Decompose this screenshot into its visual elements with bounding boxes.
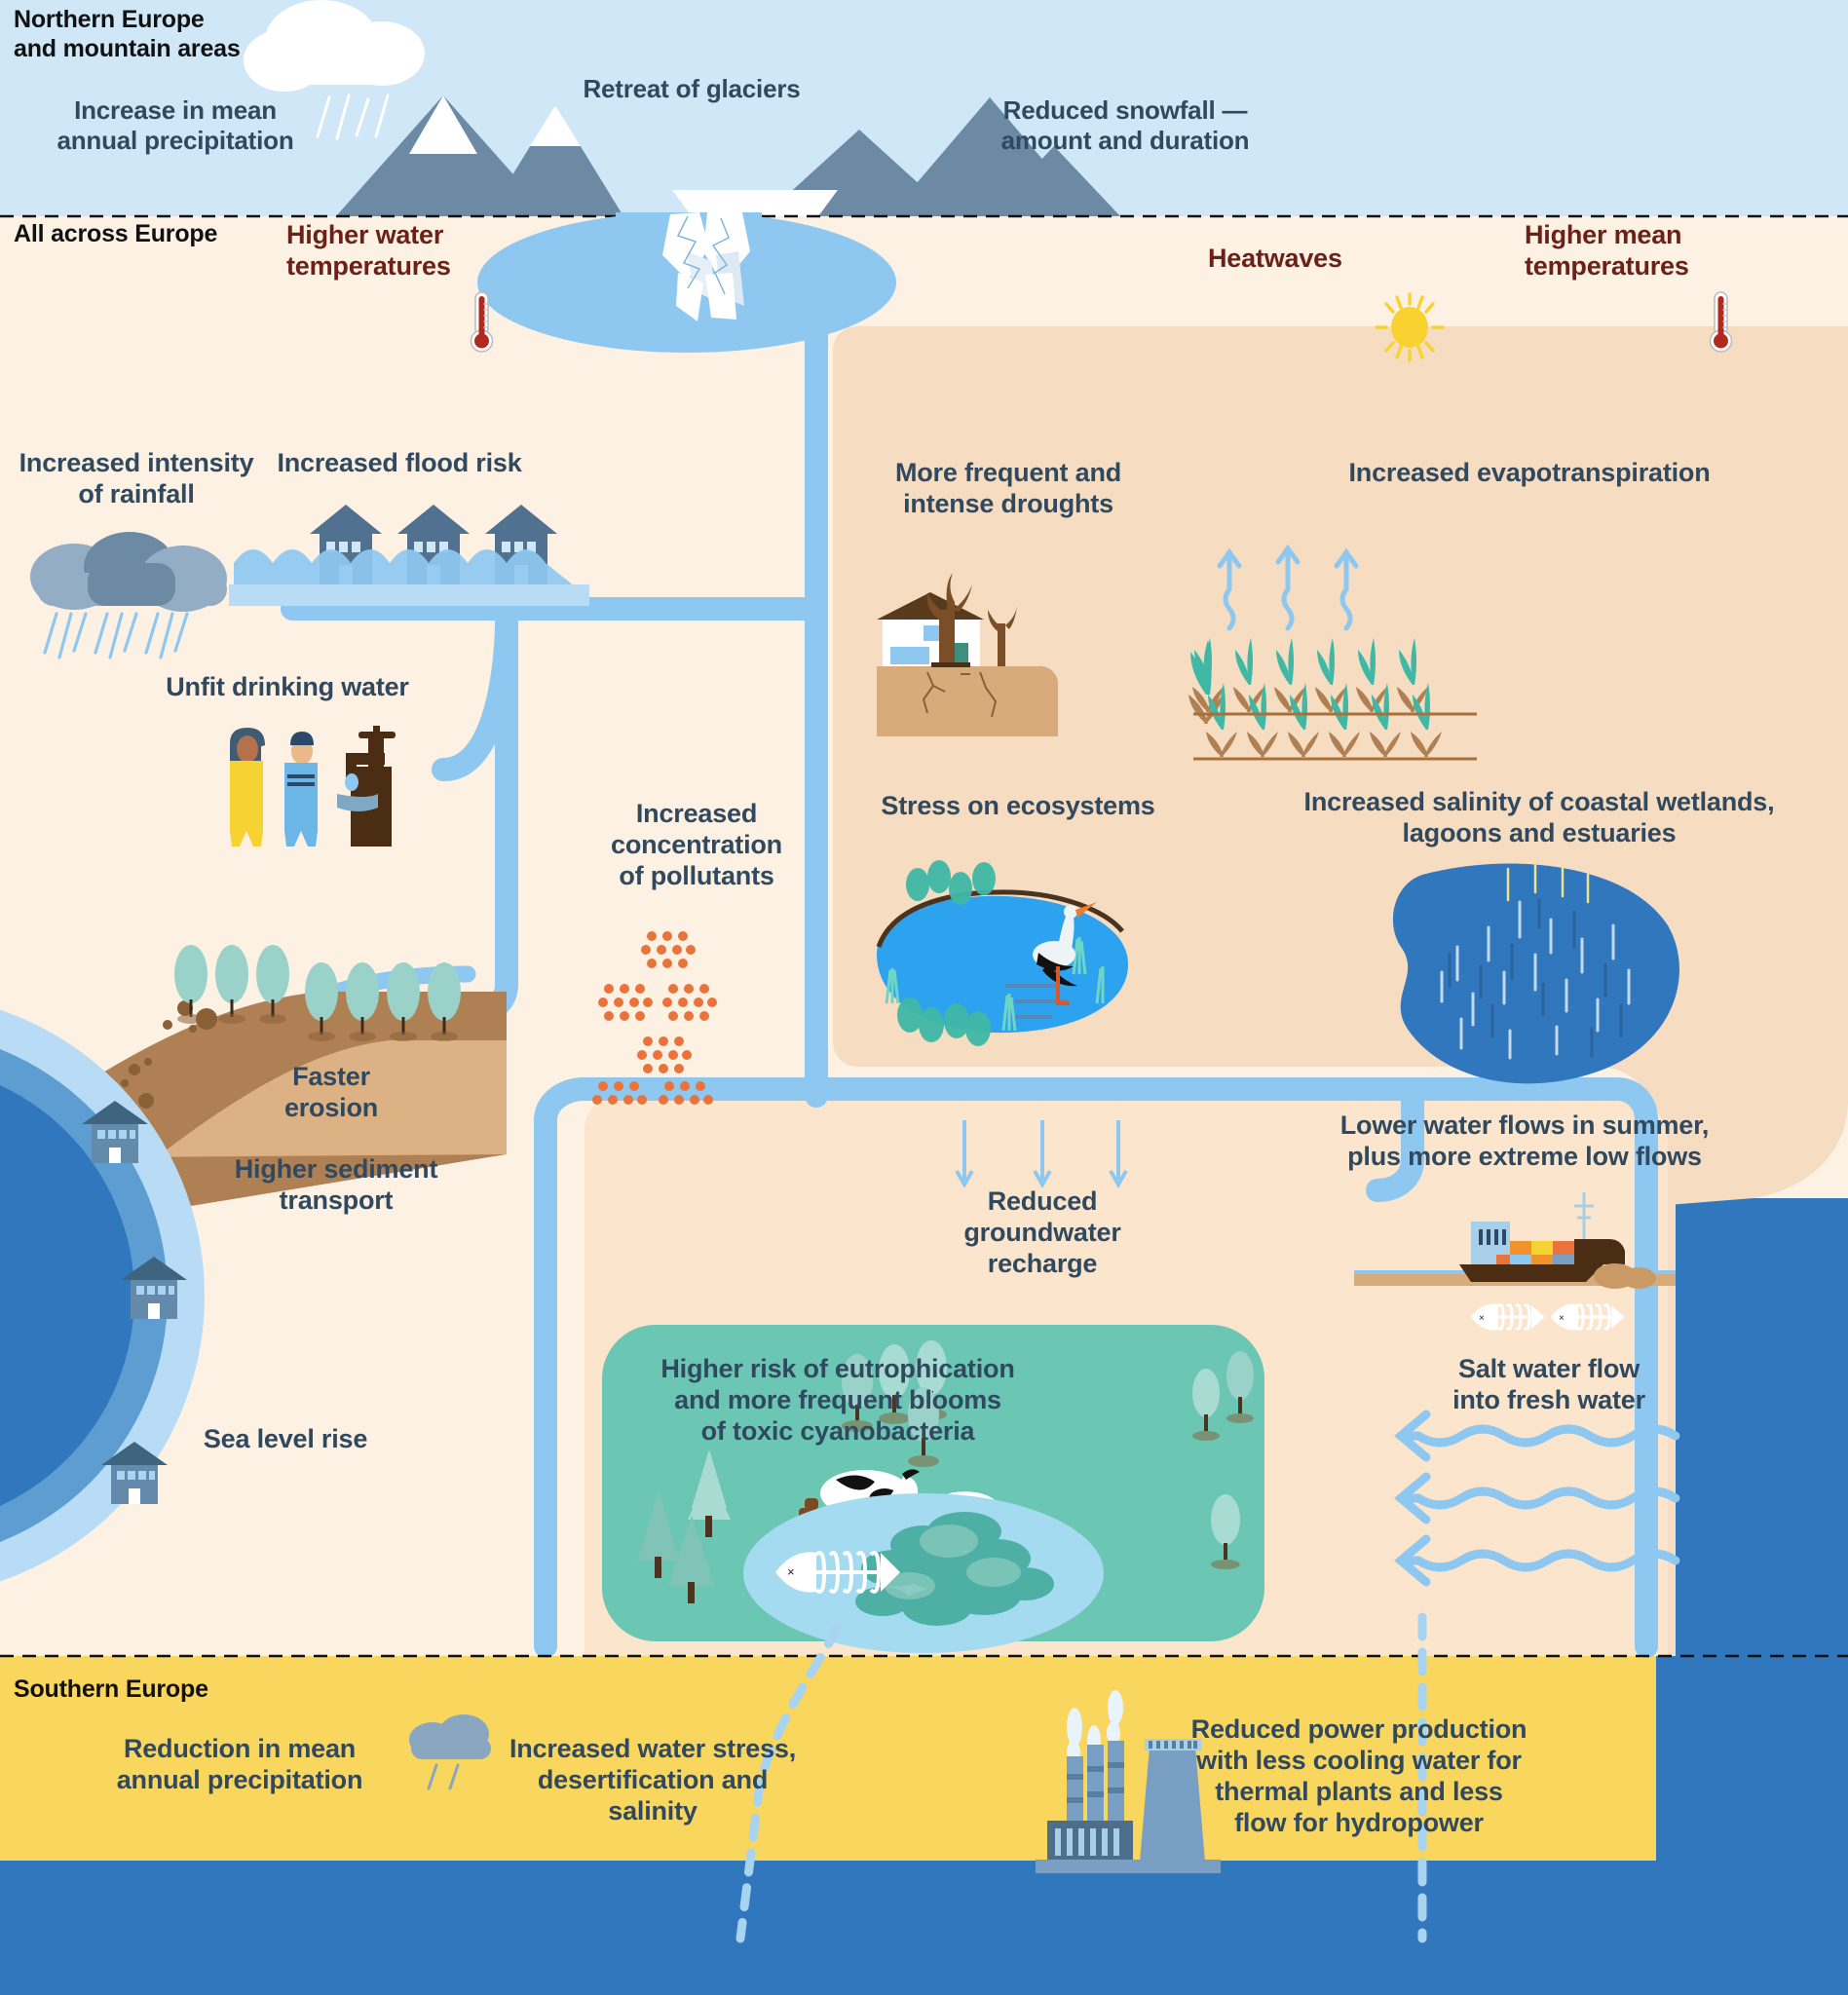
- divider-south: [0, 1654, 1848, 1658]
- cloud-icon: [244, 0, 425, 92]
- label-reduced-precip: Reduction in mean annual precipitation: [116, 1734, 363, 1794]
- vapour-arrows-icon: [1217, 544, 1359, 631]
- power-plant-icon: [1036, 1690, 1221, 1873]
- label-droughts: More frequent and intense droughts: [894, 458, 1122, 518]
- south-flow-dashes: [735, 1612, 1427, 1943]
- label-eutrophication: Higher risk of eutrophication and more f…: [660, 1354, 1015, 1446]
- south-rain-cloud-icon: [409, 1714, 491, 1790]
- ice-chunks: [662, 212, 750, 321]
- salt-water-arrows-icon: [1394, 1410, 1680, 1587]
- label-glaciers: Retreat of glaciers: [583, 74, 801, 103]
- rain-cloud-group-icon: [30, 532, 227, 659]
- mountain-range-left: [336, 95, 623, 216]
- infiltration-arrows-icon: [955, 1120, 1128, 1189]
- label-pollutants: Increased concentration of pollutants: [611, 799, 782, 890]
- person-woman-icon: [230, 728, 265, 847]
- label-sea-level-rise: Sea level rise: [203, 1424, 368, 1453]
- svg-text:×: ×: [787, 1564, 795, 1579]
- label-sediment: Higher sediment transport: [234, 1154, 438, 1215]
- label-evapotranspiration: Increased evapotranspiration: [1348, 458, 1711, 487]
- label-rainfall: Increased intensity of rainfall: [19, 448, 254, 508]
- label-power-production: Reduced power production with less cooli…: [1190, 1714, 1527, 1837]
- divider-north: [0, 214, 1848, 218]
- rain-streaks: [316, 94, 390, 140]
- region-title-all: All across Europe: [14, 220, 218, 247]
- label-erosion: Faster erosion: [283, 1062, 379, 1122]
- label-mean-temperatures: Higher mean temperatures: [1525, 220, 1689, 281]
- sea-bottom: [0, 1861, 1848, 1995]
- conifer-cluster-icon: [637, 1449, 731, 1603]
- tree-row-icon: [174, 945, 461, 1041]
- label-ecosystems: Stress on ecosystems: [881, 791, 1155, 820]
- label-snowfall: Reduced snowfall — amount and duration: [1000, 95, 1250, 155]
- region-title-south: Southern Europe: [14, 1675, 208, 1703]
- north-scenery: [244, 0, 1120, 216]
- hill-light: [58, 1040, 507, 1237]
- label-drinking-water: Unfit drinking water: [166, 672, 409, 701]
- thermometer-icon: [1709, 291, 1733, 353]
- region-title-north: Northern Europe and mountain areas: [14, 6, 241, 62]
- tap-icon: [337, 726, 396, 847]
- thermometer-icon: [470, 291, 494, 353]
- tree-cluster-right-icon: [842, 1340, 1254, 1569]
- ecosystem-pond-icon: [876, 860, 1129, 1046]
- sea-right: [1656, 1198, 1848, 1861]
- evapotranspiration-icon: [1188, 544, 1477, 761]
- reeds-icon: [885, 860, 1105, 1046]
- label-precipitation: Increase in mean annual precipitation: [57, 95, 294, 155]
- person-man-icon: [284, 732, 318, 847]
- label-salt-water: Salt water flow into fresh water: [1452, 1354, 1645, 1414]
- label-water-temperatures: Higher water temperatures: [286, 220, 451, 281]
- label-low-flows: Lower water flows in summer, plus more e…: [1339, 1110, 1710, 1171]
- sandbar-icon: [1594, 1263, 1656, 1289]
- estuary-scene: × ×: [1354, 1192, 1676, 1331]
- dead-fish-icon: ×: [775, 1551, 900, 1594]
- dead-tree-icon: [926, 573, 1017, 667]
- stork-icon: [1033, 902, 1097, 1005]
- label-groundwater: Reduced groundwater recharge: [963, 1186, 1121, 1278]
- pollutant-dots-icon: [592, 931, 717, 1105]
- salinity-lagoon-icon: [1392, 861, 1679, 1084]
- label-flood-risk: Increased flood risk: [277, 448, 522, 477]
- glacier-lake: [477, 212, 896, 353]
- svg-text:×: ×: [1479, 1313, 1485, 1324]
- label-heatwaves: Heatwaves: [1208, 244, 1342, 273]
- label-water-stress: Increased water stress, desertification …: [509, 1734, 797, 1826]
- sea-level-rise-sea: [0, 1009, 205, 1582]
- svg-text:×: ×: [1559, 1313, 1565, 1324]
- drought-icon: [877, 573, 1058, 736]
- fish-bones-icon: × ×: [1471, 1303, 1625, 1331]
- eutrophication-lake: ×: [602, 1325, 1264, 1653]
- flood-houses-icon: [229, 505, 589, 606]
- label-salinity: Increased salinity of coastal wetlands, …: [1303, 787, 1775, 847]
- sun-icon: [1375, 292, 1445, 362]
- coastal-houses-icon: [82, 1101, 187, 1504]
- drinking-water-icon: [230, 726, 396, 847]
- ship-icon: [1459, 1192, 1625, 1282]
- glacier-icon: [672, 190, 838, 216]
